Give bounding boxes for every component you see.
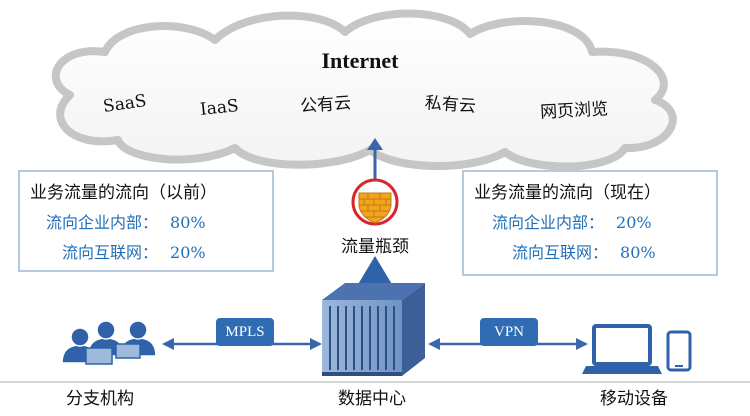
traffic-before-title: 业务流量的流向（以前）: [30, 183, 217, 203]
cloud-service-web-browsing: 网页浏览: [539, 99, 609, 123]
traffic-before-internet-value: 20%: [170, 243, 206, 262]
traffic-now-row: 流向企业内部： 20%: [474, 209, 706, 233]
uplink-arrowhead: [367, 138, 383, 150]
vpn-badge: VPN: [480, 318, 538, 346]
bottleneck-funnel: [357, 256, 393, 286]
firewall-icon: [351, 178, 399, 226]
internet-cloud: [51, 9, 677, 171]
traffic-before-box: 业务流量的流向（以前） 流向企业内部： 80% 流向互联网： 20%: [18, 170, 274, 272]
cloud-service-iaas: IaaS: [199, 96, 240, 120]
datacenter-label: 数据中心: [338, 389, 406, 409]
cloud-service-public-cloud: 公有云: [299, 93, 352, 117]
branch-office-label: 分支机构: [66, 389, 134, 409]
cloud-service-private-cloud: 私有云: [424, 93, 477, 117]
mobile-devices-label: 移动设备: [600, 389, 668, 409]
traffic-before-internal-value: 80%: [170, 213, 206, 232]
laptop-icon: [582, 324, 662, 374]
datacenter-icon: [322, 283, 425, 376]
traffic-before-internet-label: 流向互联网：: [62, 243, 159, 262]
internet-title: Internet: [321, 48, 399, 73]
traffic-before-internal-label: 流向企业内部：: [46, 213, 159, 232]
smartphone-icon: [666, 330, 692, 372]
traffic-now-internet-value: 80%: [620, 243, 656, 262]
branch-office-icon: [61, 320, 157, 365]
traffic-now-row: 流向互联网： 80%: [474, 239, 706, 263]
traffic-now-box: 业务流量的流向（现在） 流向企业内部： 20% 流向互联网： 80%: [462, 170, 718, 276]
traffic-now-internal-label: 流向企业内部：: [492, 213, 605, 232]
traffic-before-row: 流向企业内部： 80%: [30, 209, 262, 233]
traffic-now-title: 业务流量的流向（现在）: [474, 183, 661, 203]
bottleneck-label: 流量瓶颈: [341, 237, 409, 257]
traffic-now-internet-label: 流向互联网：: [512, 243, 609, 262]
traffic-before-row: 流向互联网： 20%: [30, 239, 262, 263]
mpls-badge: MPLS: [216, 318, 274, 346]
traffic-now-internal-value: 20%: [616, 213, 652, 232]
